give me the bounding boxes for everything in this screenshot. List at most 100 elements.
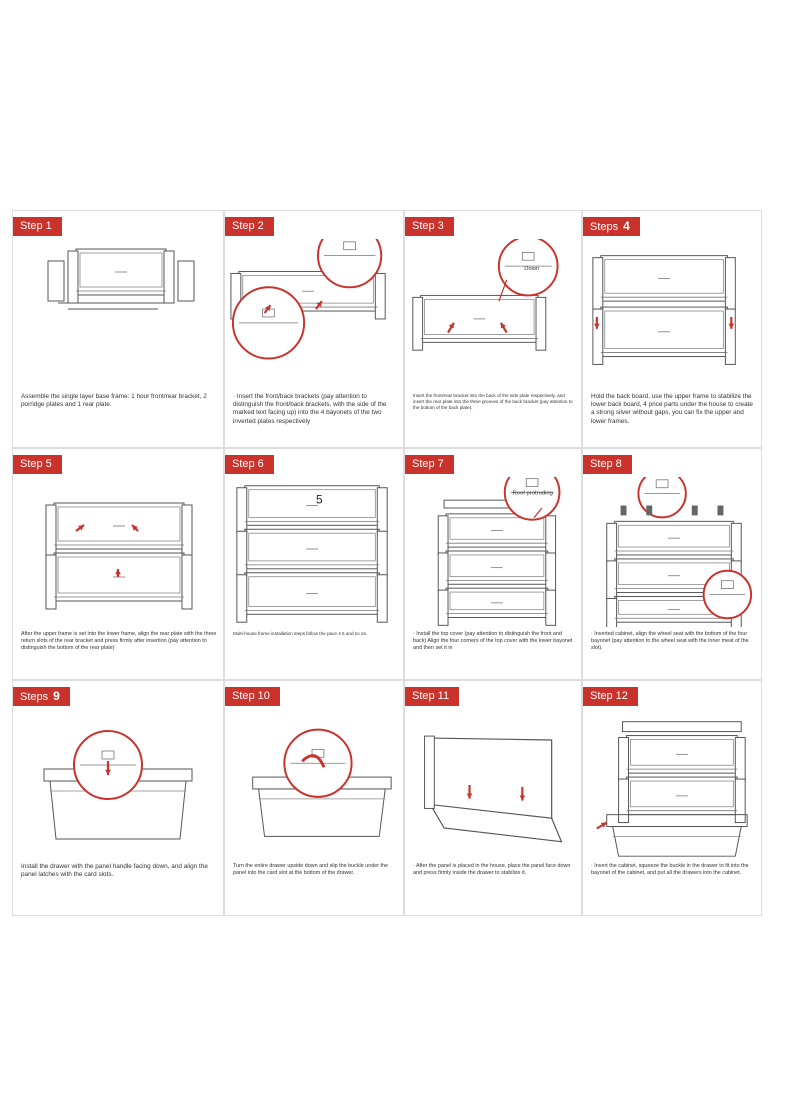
step-label-text: Step 11 — [412, 690, 450, 702]
step-caption: · Install the top cover (pay attention t… — [413, 631, 573, 651]
step-caption: Insert the front/rear bracket into the b… — [413, 393, 573, 410]
red-arrow-icon — [131, 524, 139, 532]
step-label: Step 2 — [225, 217, 274, 236]
step-mark: 5 — [316, 493, 323, 507]
step-label: Step 12 — [583, 687, 638, 706]
step-illustration — [230, 239, 386, 360]
step-label-text: Step 6 — [232, 458, 264, 470]
zoom-callout-hand — [702, 569, 753, 620]
red-arrow-icon — [315, 300, 323, 310]
step-illustration: 5 — [236, 485, 388, 623]
shelf-frame — [437, 550, 557, 593]
step-panel-2: Step 2 · Insert the front/back brackets (… — [224, 210, 404, 448]
step-label: Step 6 — [225, 455, 274, 474]
step-label-text: Step 5 — [20, 458, 52, 470]
step-label: Step 8 — [583, 455, 632, 474]
step-caption: · After the panel is placed in the house… — [413, 863, 571, 876]
step-label-text: Step 3 — [412, 220, 444, 232]
step-panel-7: Step 7 Roof protruding · Install the top c… — [404, 448, 582, 680]
zoom-callout-down — [497, 239, 559, 297]
lower-frame — [45, 552, 193, 610]
step-caption: After the upper frame is set into the lo… — [21, 631, 217, 651]
red-arrow-icon — [593, 316, 600, 329]
step-label-text: Step 10 — [232, 690, 270, 702]
shelf-frame — [618, 735, 746, 782]
step-illustration: Roof protruding — [437, 477, 561, 626]
step-caption: Install the drawer with the panel handle… — [21, 863, 208, 879]
step-panel-12: Step 12 · Invert the cabinet, squeeze the… — [582, 680, 762, 916]
shelf-frame — [437, 587, 557, 626]
zoom-callout-roof — [503, 477, 561, 521]
shelf-frame — [437, 513, 557, 556]
step-caption: Hold the back board, use the upper frame… — [591, 393, 753, 425]
step-label-text: Steps — [590, 221, 619, 233]
step-label: Step 10 — [225, 687, 280, 706]
red-arrow-icon — [466, 784, 473, 799]
shelf-frame — [230, 270, 386, 320]
drawer-box — [43, 768, 193, 840]
step-panel-11: Step 11 · After the panel is placed in th… — [404, 680, 582, 916]
callout-text-roof: Roof protruding — [513, 490, 553, 496]
step-number: 4 — [623, 219, 630, 233]
shelf-frame — [412, 294, 547, 351]
red-arrow-icon — [105, 761, 111, 775]
lower-frame — [592, 306, 736, 365]
shelf-frame — [606, 520, 742, 564]
step-illustration — [252, 728, 392, 837]
step-label-text: Step 1 — [20, 220, 52, 232]
step-label-text: Step 12 — [590, 690, 628, 702]
step-illustration — [43, 730, 193, 840]
drawer-box — [606, 814, 748, 857]
step-label: Step 1 — [13, 217, 62, 236]
callout-text-down: Down — [524, 266, 539, 272]
instruction-sheet: Step 1 Assemble the single layer base fra… — [10, 204, 790, 918]
zoom-callout-buckle — [283, 728, 353, 798]
shelf-frame — [236, 485, 388, 534]
red-arrow-icon — [75, 524, 85, 532]
curved-arrow-icon — [301, 754, 326, 768]
red-arrow-icon — [519, 786, 526, 801]
step-illustration — [47, 248, 195, 310]
shelf-frame — [236, 528, 388, 578]
step-illustration — [592, 255, 736, 365]
red-arrow-icon — [263, 304, 272, 314]
step-label: Step 11 — [405, 687, 460, 706]
step-caption: Multi-house frame installation steps fol… — [233, 631, 368, 636]
step-label: Step 5 — [13, 455, 62, 474]
red-arrow-icon — [728, 316, 735, 329]
step-label-text: Step 7 — [412, 458, 444, 470]
red-arrow-icon — [596, 821, 608, 830]
step-caption: Turn the entire drawer upside down and s… — [233, 863, 389, 876]
step-caption: · Insert the front/back brackets (pay at… — [233, 393, 387, 425]
step-number: 9 — [53, 689, 60, 703]
step-panel-5: Step 5 After the upper frame is set into … — [12, 448, 224, 680]
upper-frame — [592, 255, 736, 310]
upper-frame — [45, 502, 193, 558]
step-illustration — [45, 502, 193, 610]
step-label-text: Step 2 — [232, 220, 264, 232]
step-illustration — [596, 721, 748, 857]
step-illustration: Down — [412, 239, 559, 351]
step-caption: · Invert the cabinet, squeeze the buckle… — [591, 863, 749, 876]
zoom-callout-bottom — [231, 286, 306, 360]
step-caption: · Inverted cabinet, align the wheel seat… — [591, 631, 749, 651]
shelf-frame — [236, 572, 388, 623]
zoom-callout-wheel — [637, 477, 687, 519]
step-label: Step 7 — [405, 455, 454, 474]
step-illustration — [606, 477, 753, 627]
red-arrow-icon — [499, 322, 508, 334]
step-panel-10: Step 10 Turn the entire drawer upside dow… — [224, 680, 404, 916]
shelf-frame — [618, 776, 746, 824]
step-illustration — [424, 735, 563, 843]
red-arrow-icon — [115, 569, 121, 577]
step-caption: Assemble the single layer base frame: 1 … — [21, 393, 207, 409]
step-label: Step 3 — [405, 217, 454, 236]
zoom-callout-top — [316, 239, 383, 289]
red-arrow-icon — [447, 322, 455, 334]
upper-panel — [67, 248, 175, 304]
